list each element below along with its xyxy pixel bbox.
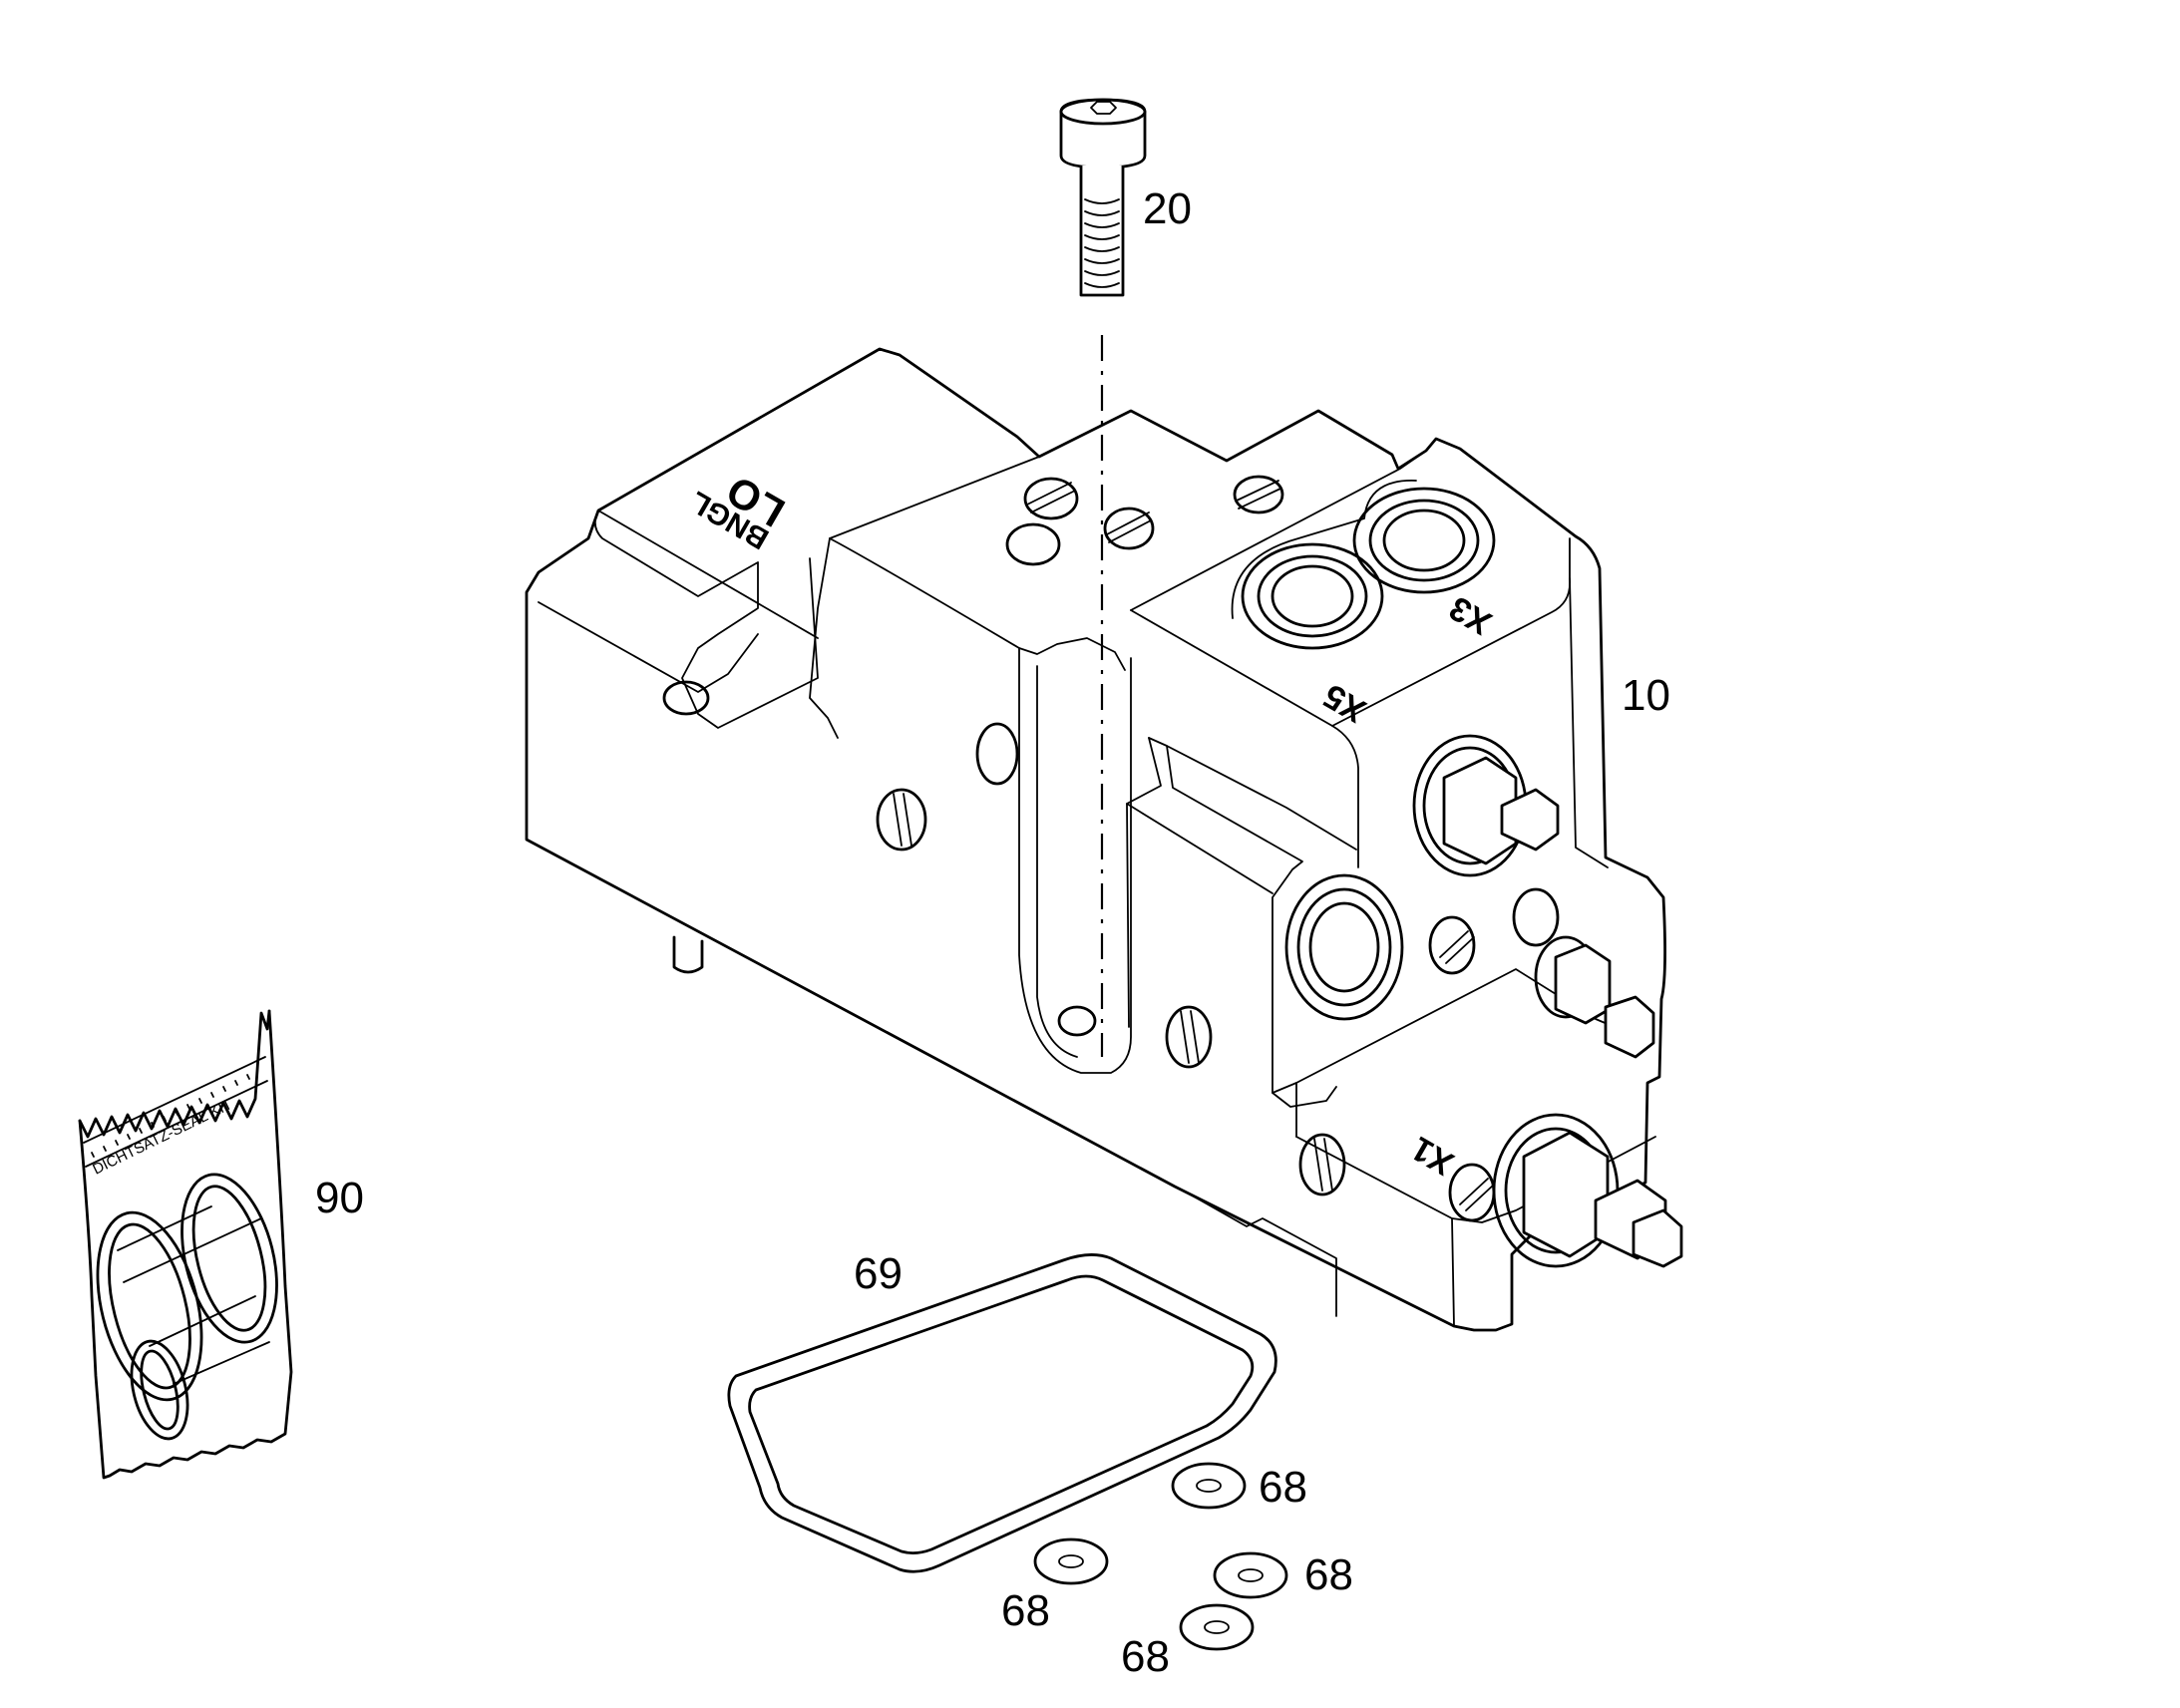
port-label-x1: X1	[1405, 1129, 1460, 1183]
callout-valve-block: 10	[1622, 671, 1670, 720]
callout-washer: 68	[1304, 1550, 1353, 1599]
callout-washer: 68	[1259, 1463, 1307, 1512]
seal-kit-label: DICHTSATZ-SEAL KIT	[90, 1096, 234, 1179]
callout-washer: 68	[1121, 1632, 1170, 1681]
valve-block	[525, 347, 1683, 1332]
gasket	[727, 1253, 1277, 1573]
callout-washer: 68	[1001, 1586, 1050, 1635]
block-stamp: LO BNGL	[684, 467, 792, 555]
washers	[1033, 1462, 1288, 1651]
callout-seal-kit: 90	[315, 1174, 364, 1222]
seal-kit-bag: DICHTSATZ-SEAL KIT	[78, 1009, 293, 1480]
callout-gasket: 69	[854, 1249, 903, 1298]
port-label-x3: X3	[1443, 588, 1498, 642]
callout-screw: 20	[1143, 184, 1192, 233]
cap-screw	[1059, 98, 1147, 297]
